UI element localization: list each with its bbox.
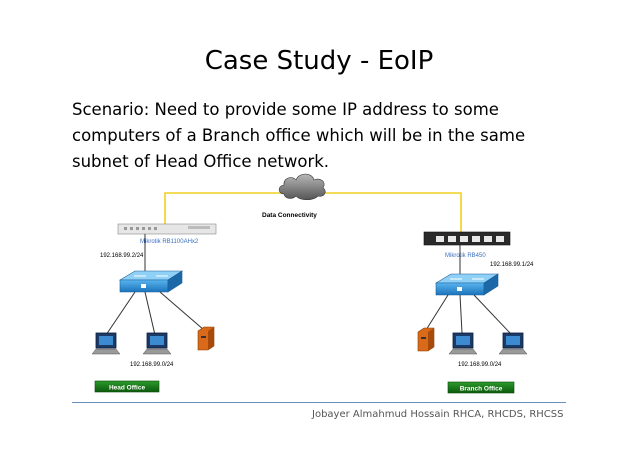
branch-office-label: Branch Office bbox=[460, 386, 503, 393]
head-router-label: Mikrotik RB1100AHx2 bbox=[140, 239, 199, 245]
footer-credit: Jobayer Almahmud Hossain RHCA, RHCDS, RH… bbox=[312, 409, 564, 420]
server-icon bbox=[197, 326, 215, 351]
branch-wan-link bbox=[322, 192, 462, 233]
head-router-icon bbox=[117, 223, 217, 235]
head-office-label: Head Office bbox=[109, 385, 146, 392]
scenario-line: computers of a Branch office which will … bbox=[72, 126, 526, 145]
head-switch-icon bbox=[118, 270, 184, 293]
head-router-ip: 192.168.99.2/24 bbox=[100, 253, 144, 259]
cloud-label: Data Connectivity bbox=[262, 212, 317, 219]
scenario-line: Scenario: Need to provide some IP addres… bbox=[72, 100, 499, 119]
scenario-line: subnet of Head Office network. bbox=[72, 152, 330, 171]
head-office-box: Head Office bbox=[94, 380, 160, 393]
branch-switch-icon bbox=[434, 273, 500, 296]
head-lan-links bbox=[105, 291, 205, 336]
branch-router-label: Mikrotik RB450 bbox=[445, 253, 486, 259]
slide-title: Case Study - EoIP bbox=[204, 46, 434, 76]
wan-links bbox=[164, 192, 462, 233]
head-lan-label: 192.168.99.0/24 bbox=[130, 362, 174, 368]
branch-router-icon bbox=[423, 231, 511, 246]
computer-icon bbox=[91, 332, 121, 355]
branch-office-box: Branch Office bbox=[447, 381, 515, 394]
branch-lan-label: 192.168.99.0/24 bbox=[458, 362, 502, 368]
scenario-text: Scenario: Need to provide some IP addres… bbox=[72, 97, 592, 175]
footer-divider bbox=[72, 402, 566, 403]
branch-lan-links bbox=[425, 294, 511, 334]
cloud-icon bbox=[278, 173, 326, 201]
computer-icon bbox=[142, 332, 172, 355]
branch-router-ip: 192.168.99.1/24 bbox=[490, 262, 534, 268]
head-wan-link bbox=[164, 192, 282, 226]
computer-icon bbox=[448, 332, 478, 355]
computer-icon bbox=[498, 332, 528, 355]
server-icon bbox=[417, 327, 435, 352]
